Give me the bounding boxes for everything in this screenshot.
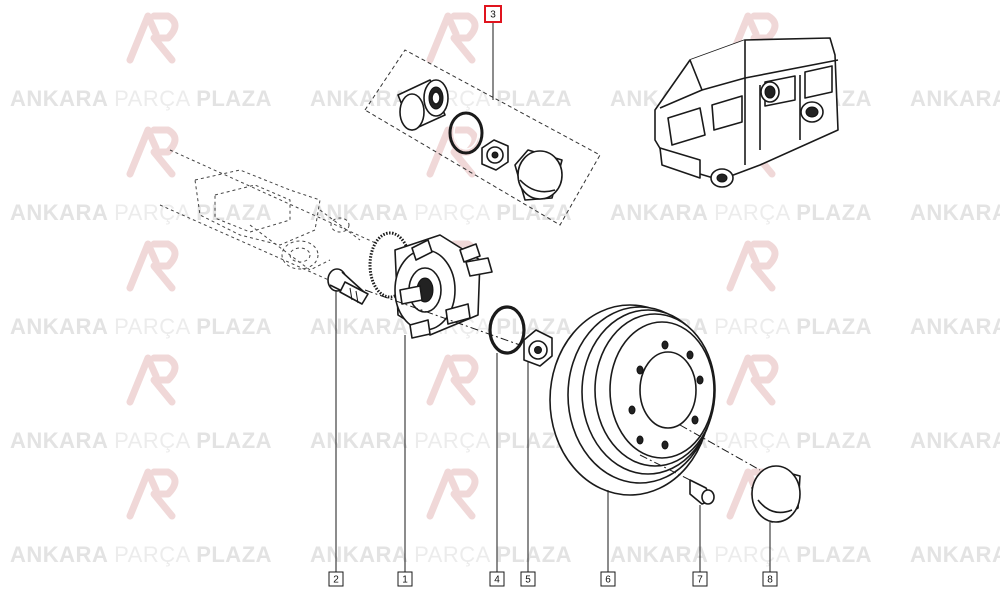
watermark-text: ANKARA PARÇA PLAZA [910,314,1000,339]
callout-5[interactable]: 5 [520,571,536,587]
watermark-text: ANKARA PARÇA PLAZA [910,428,1000,453]
callout-8-text: 8 [767,575,773,586]
watermark-logo [726,354,779,406]
bearing-kit-group [364,49,601,226]
watermark-text: ANKARA PARÇA PLAZA [910,542,1000,567]
watermark-text: ANKARA PARÇA PLAZA [910,86,1000,111]
watermark-logo [126,12,179,64]
watermark-logo [126,240,179,292]
axle-stub-ghost [159,149,381,286]
brake-drum [549,304,716,496]
hub-studs [399,239,493,339]
watermark-logo [126,126,179,178]
watermark-logo [126,468,179,520]
watermark-text: ANKARA PARÇA PLAZA [10,314,272,339]
watermark-logo [126,354,179,406]
callout-6[interactable]: 6 [600,571,616,587]
callout-2[interactable]: 2 [328,571,344,587]
kit-circlip [448,111,484,155]
watermark-text: ANKARA PARÇA PLAZA [910,200,1000,225]
callout-6-text: 6 [605,575,611,586]
circlip [488,305,526,355]
kit-grease-cap [514,149,563,201]
callout-5-text: 5 [525,575,531,586]
callout-1-text: 1 [402,575,408,586]
watermark-logo [426,468,479,520]
watermark-logo [426,12,479,64]
watermark-text: ANKARA PARÇA PLAZA [610,542,872,567]
kit-hub-nut [481,139,509,171]
wheel-hub [368,231,493,339]
watermark-logo [726,240,779,292]
watermark-text: ANKARA PARÇA PLAZA [10,542,272,567]
watermark-text: ANKARA PARÇA PLAZA [610,200,872,225]
drum-screw [689,479,715,505]
callout-4[interactable]: 4 [489,571,505,587]
watermark-text: ANKARA PARÇA PLAZA [310,428,572,453]
wheel-bearing [397,79,449,131]
watermark-text: ANKARA PARÇA PLAZA [310,542,572,567]
hub-grease-cap [751,465,801,523]
watermark-text: ANKARA PARÇA PLAZA [10,428,272,453]
watermark-text: ANKARA PARÇA PLAZA [310,200,572,225]
watermark-text: ANKARA PARÇA PLAZA [10,200,272,225]
callout-1[interactable]: 1 [397,571,413,587]
callout-7[interactable]: 7 [692,571,708,587]
hub-nut [523,329,553,367]
watermark-text: ANKARA PARÇA PLAZA [10,86,272,111]
callout-leaders [335,22,771,572]
callout-7-text: 7 [697,575,703,586]
callout-labels: 2 1 4 5 6 7 8 3 [328,5,778,587]
assembly-axis-lines [364,289,761,486]
callout-4-text: 4 [494,575,500,586]
callout-8[interactable]: 8 [762,571,778,587]
hub-bolt [327,268,369,305]
callout-3-text: 3 [490,10,496,21]
van-illustration [654,37,839,188]
callout-2-text: 2 [333,575,339,586]
watermark-layer: ANKARA PARÇA PLAZA ANKARA PARÇA PLAZA ANKA… [10,12,1000,567]
drum-bolt-holes [628,340,704,450]
callout-3[interactable]: 3 [484,5,502,23]
watermark-logo [426,354,479,406]
